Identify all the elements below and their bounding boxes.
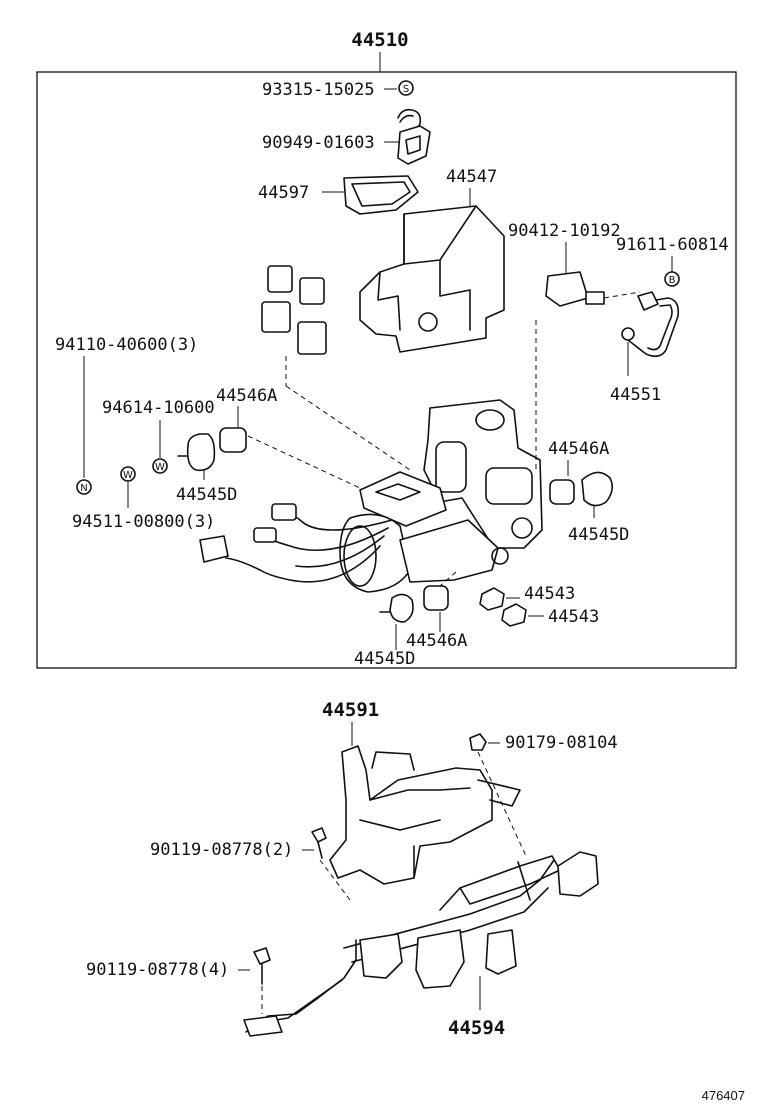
label-44546a-bottom: 44546A bbox=[406, 631, 467, 651]
bolt-90119-b-icon bbox=[253, 947, 271, 965]
label-44551: 44551 bbox=[610, 385, 661, 405]
label-44591: 44591 bbox=[322, 699, 379, 721]
mount-left-icon bbox=[186, 433, 216, 472]
connector-b-icon bbox=[253, 527, 277, 543]
bracket-44597-icon bbox=[343, 175, 419, 215]
label-94614-10600: 94614-10600 bbox=[102, 398, 215, 418]
label-90412-10192: 90412-10192 bbox=[508, 221, 621, 241]
wire-harness-icon bbox=[225, 509, 393, 583]
abs-actuator-icon bbox=[339, 399, 543, 593]
label-90119-08778-4: 90119-08778(4) bbox=[86, 960, 229, 980]
cover-44547-icon bbox=[359, 205, 505, 353]
label-94110-40600: 94110-40600(3) bbox=[55, 335, 198, 355]
label-90119-08778-2: 90119-08778(2) bbox=[150, 840, 293, 860]
bushing-left-icon bbox=[219, 427, 247, 453]
symbol-b-letter: B bbox=[669, 275, 676, 286]
connector-c-icon bbox=[199, 535, 229, 563]
label-44546a-left: 44546A bbox=[216, 386, 277, 406]
clip-part-icon bbox=[397, 108, 422, 131]
symbol-s-letter: S bbox=[403, 84, 409, 95]
frame-44594-icon bbox=[243, 851, 599, 1037]
tube-44551-icon bbox=[627, 297, 680, 358]
symbol-w-circle-a bbox=[152, 458, 168, 474]
symbol-w-circle-b bbox=[120, 466, 136, 482]
valve-90412-icon bbox=[545, 271, 589, 307]
bushing-bottom-icon bbox=[423, 585, 449, 611]
label-44594: 44594 bbox=[448, 1017, 505, 1039]
assembly-number-label: 44510 bbox=[351, 29, 408, 51]
label-90179-08104: 90179-08104 bbox=[505, 733, 618, 753]
label-44543-b: 44543 bbox=[548, 607, 599, 627]
catalog-number: 476407 bbox=[702, 1088, 745, 1103]
symbol-s-circle bbox=[398, 80, 414, 96]
relay-group-icon bbox=[261, 265, 327, 355]
symbol-n-letter: N bbox=[80, 483, 87, 494]
symbol-n-circle bbox=[76, 479, 92, 495]
label-44546a-right: 44546A bbox=[548, 439, 609, 459]
label-93315-15025: 93315-15025 bbox=[262, 80, 375, 100]
grommet-b-icon bbox=[501, 603, 527, 627]
symbol-w-letter-a: W bbox=[155, 462, 165, 473]
label-44545d-bottom: 44545D bbox=[354, 649, 415, 669]
connector-a-icon bbox=[271, 503, 297, 521]
bolt-91611-icon bbox=[637, 291, 659, 311]
label-44597: 44597 bbox=[258, 183, 309, 203]
symbol-b-circle bbox=[664, 271, 680, 287]
label-94511-00800: 94511-00800(3) bbox=[72, 512, 215, 532]
label-44543-a: 44543 bbox=[524, 584, 575, 604]
symbol-w-letter-b: W bbox=[123, 470, 133, 481]
bolt-90119-a-icon bbox=[311, 827, 327, 843]
grommet-a-icon bbox=[479, 587, 505, 611]
mount-right-icon bbox=[581, 471, 614, 507]
assembly-frame bbox=[36, 71, 737, 669]
bracket-44591-icon bbox=[329, 745, 493, 885]
label-44545d-left: 44545D bbox=[176, 485, 237, 505]
label-44545d-right: 44545D bbox=[568, 525, 629, 545]
mount-bottom-icon bbox=[389, 593, 414, 623]
label-90949-01603: 90949-01603 bbox=[262, 133, 375, 153]
nut-90179-icon bbox=[469, 733, 487, 751]
label-91611-60814: 91611-60814 bbox=[616, 235, 729, 255]
bushing-right-icon bbox=[549, 479, 575, 505]
bracket-part-icon bbox=[397, 125, 431, 165]
label-44547: 44547 bbox=[446, 167, 497, 187]
